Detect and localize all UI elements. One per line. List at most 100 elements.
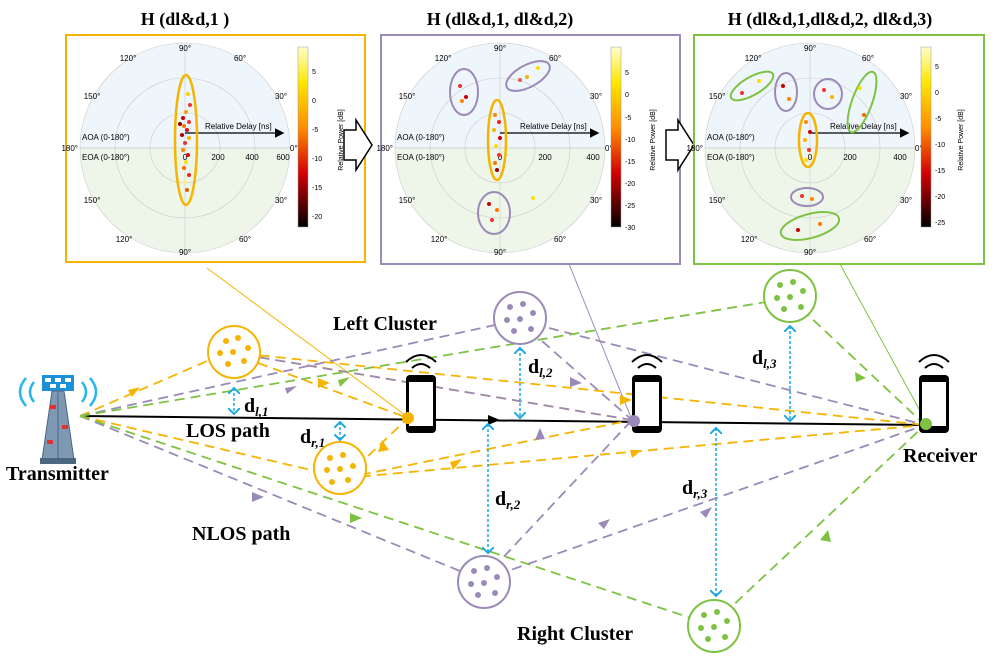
panel-2-delay-tick-0: 0 bbox=[498, 153, 503, 162]
panel-2-cbar-tick-m20: -20 bbox=[625, 181, 635, 188]
right-cluster-label: Right Cluster bbox=[517, 623, 633, 645]
yellow-paths bbox=[79, 351, 926, 479]
panel-2: H (dl&d,1, dl&d,2) 90° 60° 30° 0° 120° 1… bbox=[376, 9, 681, 265]
panel-3-angle-30-top: 30° bbox=[900, 92, 912, 101]
panel-3-cbar-tick-m15: -15 bbox=[935, 168, 945, 175]
panel-3-cbar-tick-5: 5 bbox=[935, 64, 939, 71]
panel-1-title: H (dl&d,1 ) bbox=[141, 9, 230, 30]
panel-1-angle-90-top: 90° bbox=[179, 44, 191, 53]
svg-text:dr,3: dr,3 bbox=[682, 477, 708, 501]
panel-1-cbar-label: Relative Power [dB] bbox=[338, 109, 345, 171]
panel-3-angle-30-bottom: 30° bbox=[900, 196, 912, 205]
receiver-label: Receiver bbox=[903, 445, 978, 467]
panel-2-bottom-ellipse bbox=[477, 191, 511, 235]
panel-2-angle-0: 0° bbox=[605, 144, 613, 153]
panel-1-cbar-tick-m5: -5 bbox=[312, 127, 318, 134]
panel-2-angle-30-top: 30° bbox=[590, 92, 602, 101]
panel-3-bottom-purple bbox=[790, 187, 824, 207]
panel-1: H (dl&d,1 ) 90° 60° 30° 0° 120° 150° 180… bbox=[61, 9, 366, 263]
panel-1-angle-60-top: 60° bbox=[234, 54, 246, 63]
panel-2-aoa-label: AOA (0-180°) bbox=[397, 133, 445, 142]
panel-2-cbar-tick-m15: -15 bbox=[625, 159, 635, 166]
panel-1-delay-tick-400: 400 bbox=[245, 153, 259, 162]
green-cluster-bottom bbox=[687, 599, 741, 653]
panel-2-cbar-tick-5: 5 bbox=[625, 70, 629, 77]
panel-1-angle-30-top: 30° bbox=[275, 92, 287, 101]
panel-2-angle-90-bottom: 90° bbox=[494, 248, 506, 257]
connector-green-1 bbox=[839, 263, 926, 421]
nlos-path-label: NLOS path bbox=[192, 523, 290, 545]
panel-2-delay-tick-200: 200 bbox=[538, 153, 552, 162]
panel-3-angle-60-bottom: 60° bbox=[864, 235, 876, 244]
panel-2-cbar-tick-m25: -25 bbox=[625, 203, 635, 210]
panel-2-eoa-label: EOA (0-180°) bbox=[397, 153, 445, 162]
yellow-cluster-bottom bbox=[313, 441, 367, 495]
panel-3-angle-60-top: 60° bbox=[862, 54, 874, 63]
panel-1-angle-30-bottom: 30° bbox=[275, 196, 287, 205]
phone-icon-receiver bbox=[918, 354, 950, 433]
panel-1-cbar-tick-0: 0 bbox=[312, 98, 316, 105]
panel-3-cbar-tick-m20: -20 bbox=[935, 194, 945, 201]
svg-text:dl,2: dl,2 bbox=[528, 356, 553, 380]
panel-1-angle-90-bottom: 90° bbox=[179, 248, 191, 257]
panel-2-title: H (dl&d,1, dl&d,2) bbox=[427, 9, 574, 30]
panel-3-top-left-green bbox=[729, 70, 775, 102]
panel-2-angle-150-top: 150° bbox=[399, 92, 416, 101]
panel-3-cbar-tick-m5: -5 bbox=[935, 116, 941, 123]
panel-arrow-1 bbox=[343, 117, 373, 173]
panel-3-angle-120-bottom: 120° bbox=[741, 235, 758, 244]
panel-3: H (dl&d,1,dl&d,2, dl&d,3) 90° 60° 30° 0°… bbox=[686, 9, 985, 265]
panel-2-cbar-tick-0: 0 bbox=[625, 92, 629, 99]
panel-2-center-ellipse bbox=[486, 98, 508, 182]
panel-3-delay-label: Relative Delay [ns] bbox=[830, 122, 897, 131]
panel-2-upper-right-ellipse bbox=[505, 60, 551, 92]
los-line bbox=[79, 415, 926, 426]
panel-1-cbar-tick-m20: -20 bbox=[312, 214, 322, 221]
panel-1-cbar-tick-m10: -10 bbox=[312, 156, 322, 163]
panel-3-delay-tick-200: 200 bbox=[843, 153, 857, 162]
los-arrow-head bbox=[488, 415, 500, 425]
panel-3-angle-150-top: 150° bbox=[709, 92, 726, 101]
panel-3-center-ellipse bbox=[797, 111, 819, 169]
panel-2-delay-label: Relative Delay [ns] bbox=[520, 122, 587, 131]
panel-2-angle-60-bottom: 60° bbox=[554, 235, 566, 244]
panel-2-angle-150-bottom: 150° bbox=[399, 196, 416, 205]
panel-1-points bbox=[178, 92, 192, 192]
panel-2-points bbox=[458, 66, 540, 222]
panel-3-aoa-label: AOA (0-180°) bbox=[707, 133, 755, 142]
panel-1-delay-label: Relative Delay [ns] bbox=[205, 122, 272, 131]
green-paths bbox=[79, 297, 926, 626]
distance-labels: dl,1 dr,1 dl,2 dr,2 dl,3 dr,3 bbox=[244, 347, 777, 512]
transmitter-label: Transmitter bbox=[6, 463, 109, 485]
panel-1-angle-0: 0° bbox=[290, 144, 298, 153]
panel-3-points bbox=[740, 79, 866, 232]
panel-3-angle-120-top: 120° bbox=[745, 54, 762, 63]
panel-2-angle-120-top: 120° bbox=[435, 54, 452, 63]
panel-2-cbar-tick-m10: -10 bbox=[625, 137, 635, 144]
svg-text:dl,1: dl,1 bbox=[244, 395, 269, 419]
panel-3-angle-90-top: 90° bbox=[804, 44, 816, 53]
connector-yellow-1 bbox=[206, 267, 406, 416]
purple-cluster-bottom bbox=[457, 555, 511, 609]
panel-2-angle-60-top: 60° bbox=[549, 54, 561, 63]
yellow-cluster-top bbox=[207, 325, 261, 379]
svg-text:dr,2: dr,2 bbox=[495, 488, 521, 512]
panel-1-cluster-ellipse bbox=[173, 73, 199, 207]
phone-icon-2 bbox=[628, 354, 663, 433]
svg-text:dl,3: dl,3 bbox=[752, 347, 777, 371]
panel-3-cbar-tick-0: 0 bbox=[935, 90, 939, 97]
panel-2-upper-left-ellipse bbox=[449, 68, 479, 116]
panel-1-cbar-tick-5: 5 bbox=[312, 69, 316, 76]
panel-3-right-green bbox=[846, 70, 878, 134]
panel-3-cbar-tick-m25: -25 bbox=[935, 220, 945, 227]
phone-icon-1 bbox=[402, 354, 437, 433]
panel-1-angle-150-top: 150° bbox=[84, 92, 101, 101]
panel-3-bottom-green bbox=[779, 211, 841, 241]
panel-1-angle-60-bottom: 60° bbox=[239, 235, 251, 244]
panel-3-angle-90-bottom: 90° bbox=[804, 248, 816, 257]
panel-3-cbar-label: Relative Power [dB] bbox=[958, 109, 965, 171]
panel-1-angle-180: 180° bbox=[61, 144, 78, 153]
panel-1-delay-tick-200: 200 bbox=[211, 153, 225, 162]
panel-2-cbar-label: Relative Power [dB] bbox=[650, 109, 657, 171]
